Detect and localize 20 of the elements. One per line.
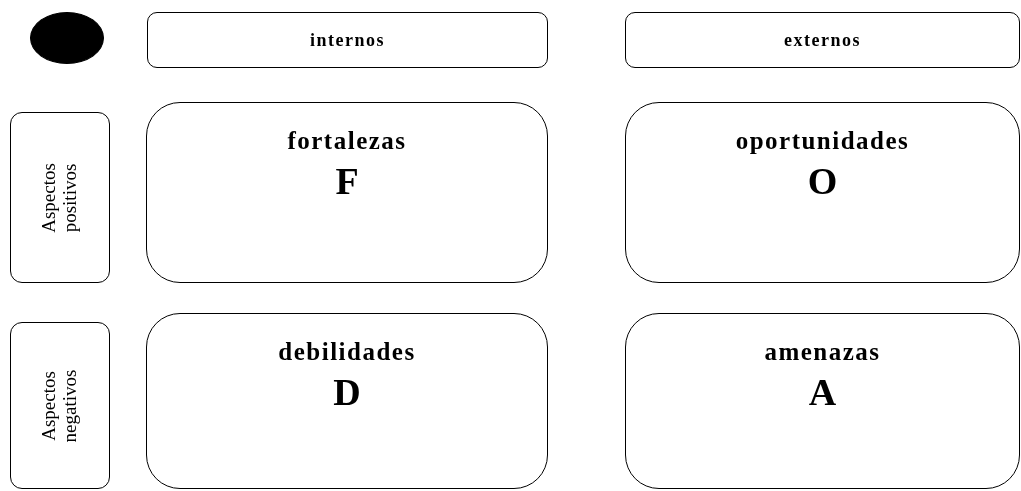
quadrant-title: debilidades xyxy=(277,338,417,366)
quadrant-letter: D xyxy=(332,370,362,414)
header-box xyxy=(625,12,1020,68)
quadrant-letter: A xyxy=(807,370,838,414)
row-label: Aspectos positivos xyxy=(39,161,81,235)
quadrant-title: amenazas xyxy=(763,338,882,366)
quadrant-title: fortalezas xyxy=(286,127,408,155)
column-header: internos xyxy=(310,29,385,51)
header-box xyxy=(147,12,548,68)
quadrant-box xyxy=(146,102,548,283)
quadrant-box xyxy=(625,313,1020,489)
quadrant-box xyxy=(146,313,548,489)
row-label: Aspectos negativos xyxy=(39,368,81,444)
quadrant-box xyxy=(625,102,1020,283)
quadrant-letter: O xyxy=(806,159,839,203)
quadrant-letter: F xyxy=(334,159,360,203)
row-label-box xyxy=(10,322,110,489)
column-header: externos xyxy=(784,29,861,51)
quadrant-title: oportunidades xyxy=(734,127,911,155)
row-label-box xyxy=(10,112,110,283)
